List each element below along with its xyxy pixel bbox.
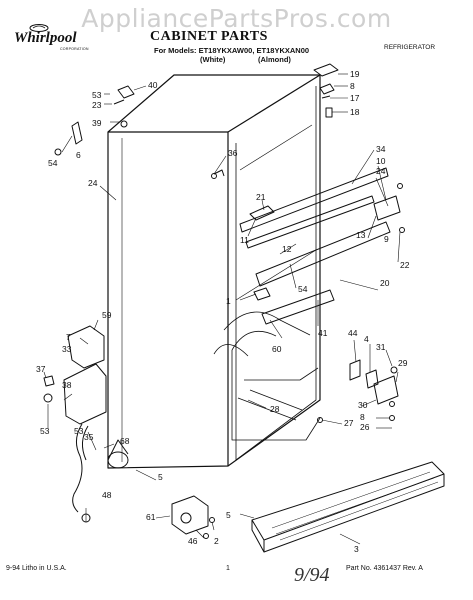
callout-label: 7	[66, 332, 71, 342]
callout-label: 10	[376, 156, 386, 166]
callout-label: 5	[158, 472, 163, 482]
watermark: AppliancePartsPros.com	[81, 4, 392, 33]
liner-floor	[213, 311, 321, 441]
product-type: REFRIGERATOR	[384, 44, 436, 51]
callout-label: 35	[84, 432, 94, 442]
leader-lines	[43, 73, 401, 545]
callout-label: 40	[148, 80, 158, 90]
callout-label: 48	[102, 490, 112, 500]
cabinet-body	[107, 74, 321, 469]
callout-label: 54	[48, 158, 58, 168]
brand-subtitle: CORPORATION	[60, 47, 89, 51]
callout-label: 68	[120, 436, 130, 446]
callout-label: 27	[344, 418, 354, 428]
callout-label: 33	[62, 344, 72, 354]
callout-label: 5	[226, 510, 231, 520]
callout-label: 31	[376, 342, 386, 352]
callout-label: 38	[62, 380, 72, 390]
callout-label: 13	[356, 230, 366, 240]
page-number: 1	[226, 565, 230, 572]
callout-label: 60	[272, 344, 282, 354]
callout-label: 54	[298, 284, 308, 294]
left-side-parts	[43, 325, 129, 523]
callout-label: 4	[364, 334, 369, 344]
callout-label: 2	[214, 536, 219, 546]
callout-label: 8	[360, 412, 365, 422]
brand-name: Whirlpool	[14, 30, 77, 46]
callout-label: 41	[318, 328, 328, 338]
callout-label: 18	[350, 107, 360, 117]
callout-label: 46	[188, 536, 198, 546]
callout-label: 61	[146, 512, 156, 522]
callout-label: 17	[350, 93, 360, 103]
callout-label: 53	[74, 426, 84, 436]
callout-label: 24	[376, 166, 386, 176]
callout-label: 36	[228, 148, 238, 158]
callout-label: 53	[92, 90, 102, 100]
callout-label: 20	[380, 278, 390, 288]
toe-grille	[251, 461, 445, 553]
callout-label: 29	[398, 358, 408, 368]
callout-label: 53	[40, 426, 50, 436]
callout-label: 22	[400, 260, 410, 270]
callout-label: 28	[270, 404, 280, 414]
callout-label: 37	[36, 364, 46, 374]
callout-label: 11	[240, 235, 249, 245]
callout-label: 3	[354, 544, 359, 554]
callout-label: 21	[256, 192, 266, 202]
callout-label: 24	[88, 178, 98, 188]
callout-label: 30	[358, 400, 368, 410]
handwritten-note: 9/94	[294, 564, 330, 586]
part-number: Part No. 4361437 Rev. A	[346, 565, 423, 572]
callout-label: 19	[350, 69, 360, 79]
callout-label: 8	[350, 81, 355, 91]
callout-label: 59	[102, 310, 112, 320]
callout-label: 39	[92, 118, 102, 128]
callout-label: 12	[282, 244, 292, 254]
callout-label: 44	[348, 328, 358, 338]
hinge-parts	[54, 63, 339, 156]
page-title: CABINET PARTS	[150, 29, 268, 44]
print-info: 9-94 Litho in U.S.A.	[6, 565, 67, 572]
callout-label: 6	[76, 150, 81, 160]
variant-white: (White)	[200, 55, 226, 64]
callout-label: 26	[360, 422, 370, 432]
roller-assembly	[171, 495, 215, 539]
model-numbers: For Models: ET18YKXAW00, ET18YKXAN00	[154, 46, 310, 55]
shelf-rails	[211, 167, 405, 325]
callout-label: 9	[384, 234, 389, 244]
right-bracket-parts	[317, 359, 399, 423]
callout-label: 34	[376, 144, 386, 154]
callout-label: 1	[226, 296, 231, 306]
variant-almond: (Almond)	[258, 55, 291, 64]
callout-label: 23	[92, 100, 102, 110]
